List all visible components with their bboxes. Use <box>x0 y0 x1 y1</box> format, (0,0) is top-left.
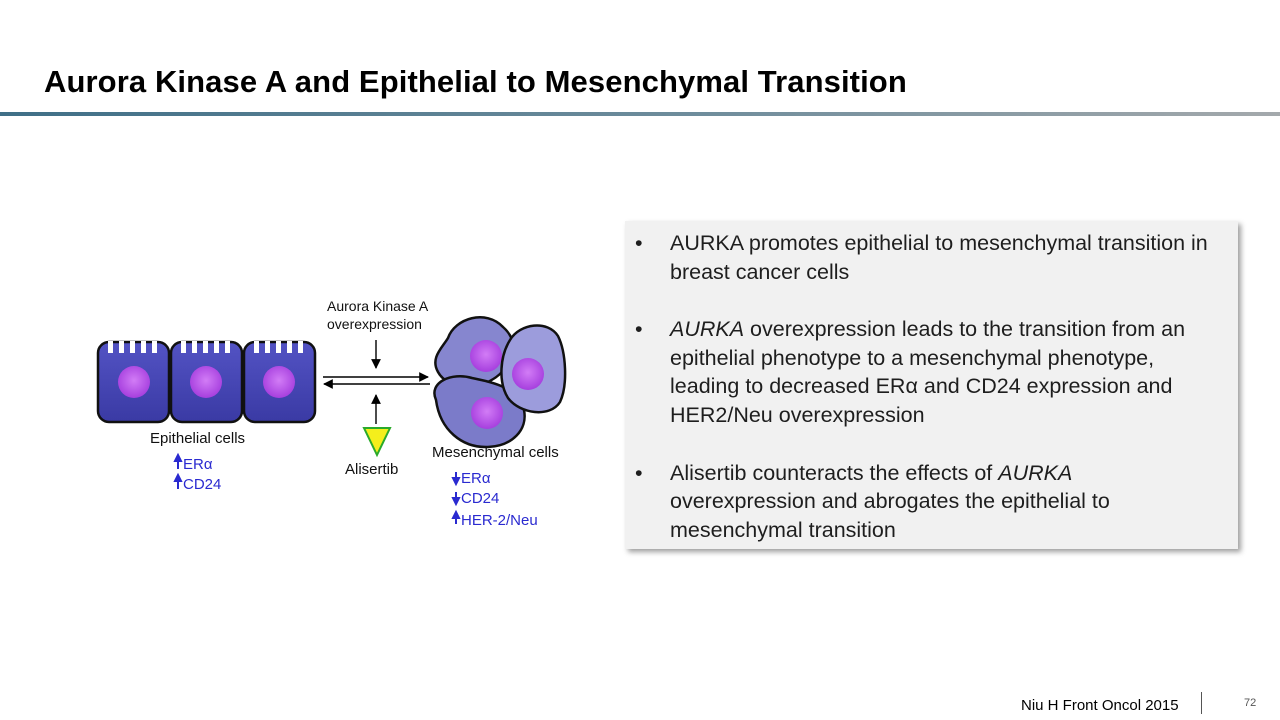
inhibitor-label: Alisertib <box>345 461 398 478</box>
alisertib-triangle-icon <box>362 427 392 458</box>
down-arrow-icon <box>451 492 461 507</box>
bullet-item: • AURKA overexpression leads to the tran… <box>633 315 1220 429</box>
up-arrow-icon <box>173 452 183 469</box>
mesenchymal-cell-right <box>500 324 567 414</box>
bullet-text: overexpression leads to the transition f… <box>670 317 1186 427</box>
epithelial-marker-era: ERα <box>173 452 213 473</box>
mesenchymal-marker-her2: HER-2/Neu <box>451 509 538 529</box>
mesenchymal-label: Mesenchymal cells <box>432 444 559 461</box>
epithelial-cell-1 <box>96 340 171 424</box>
title-divider <box>0 112 1280 116</box>
epithelial-marker-cd24: CD24 <box>173 472 221 493</box>
bullet-text: overexpression and abrogates the epithel… <box>670 489 1110 542</box>
epithelial-label: Epithelial cells <box>150 430 245 447</box>
epithelial-cell-3 <box>242 340 317 424</box>
epithelial-cell-2 <box>169 340 244 424</box>
bullet-item: • Alisertib counteracts the effects of A… <box>633 459 1220 545</box>
up-arrow-icon <box>451 509 461 524</box>
mesenchymal-marker-era: ERα <box>451 470 491 487</box>
up-arrow-icon <box>173 472 183 489</box>
svg-text:CD24: CD24 <box>183 476 221 493</box>
slide-title: Aurora Kinase A and Epithelial to Mesenc… <box>44 64 907 99</box>
stimulus-label-line2: overexpression <box>327 316 422 332</box>
down-arrow-icon <box>451 472 461 487</box>
mesenchymal-cell-bottom <box>433 375 526 449</box>
svg-text:ERα: ERα <box>461 470 491 487</box>
bullet-text-italic: AURKA <box>670 317 745 342</box>
bullet-item: • AURKA promotes epithelial to mesenchym… <box>633 229 1220 286</box>
stimulus-label-line1: Aurora Kinase A <box>327 298 429 314</box>
svg-text:HER-2/Neu: HER-2/Neu <box>461 512 538 529</box>
page-number: 72 <box>1244 697 1257 709</box>
bullet-text: AURKA promotes epithelial to mesenchymal… <box>670 231 1208 284</box>
bullet-list: • AURKA promotes epithelial to mesenchym… <box>633 229 1220 544</box>
bullet-text-italic: AURKA <box>998 460 1073 485</box>
mesenchymal-cell-top <box>434 316 515 388</box>
svg-text:CD24: CD24 <box>461 490 499 507</box>
bullet-text: Alisertib counteracts the effects of <box>670 460 999 485</box>
footer-divider <box>1201 692 1202 714</box>
bullet-dot: • <box>635 231 643 255</box>
mesenchymal-marker-cd24: CD24 <box>451 490 499 507</box>
citation: Niu H Front Oncol 2015 <box>1021 697 1179 714</box>
svg-text:ERα: ERα <box>183 456 213 473</box>
bullet-dot: • <box>635 317 643 342</box>
bullet-dot: • <box>635 460 643 485</box>
summary-panel: • AURKA promotes epithelial to mesenchym… <box>625 221 1238 549</box>
